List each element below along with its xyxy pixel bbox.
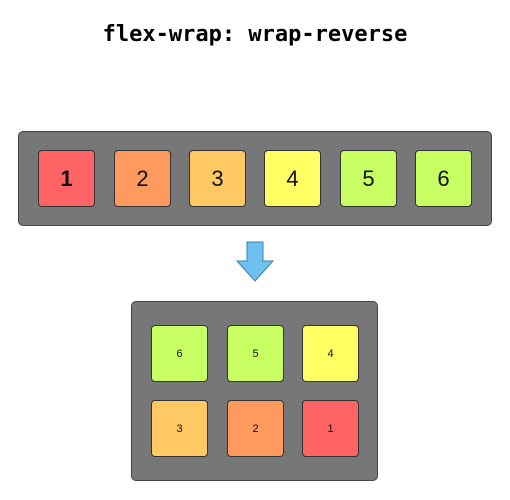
source-item-3: 3	[189, 150, 246, 207]
source-item-4: 4	[264, 150, 321, 207]
down-arrow-icon	[235, 241, 275, 282]
source-flex-container: 1 2 3 4 5 6	[18, 131, 492, 226]
result-item-2: 2	[227, 400, 284, 457]
source-item-5: 5	[340, 150, 397, 207]
source-item-2: 2	[114, 150, 171, 207]
result-item-1: 1	[302, 400, 359, 457]
wrap-reverse-flex-container: 6 5 4 3 2 1	[131, 301, 378, 481]
result-item-5: 5	[227, 325, 284, 382]
result-item-4: 4	[302, 325, 359, 382]
diagram-title: flex-wrap: wrap-reverse	[102, 22, 408, 47]
result-item-3: 3	[151, 400, 208, 457]
source-item-6: 6	[415, 150, 472, 207]
result-item-6: 6	[151, 325, 208, 382]
source-item-1: 1	[38, 150, 95, 207]
